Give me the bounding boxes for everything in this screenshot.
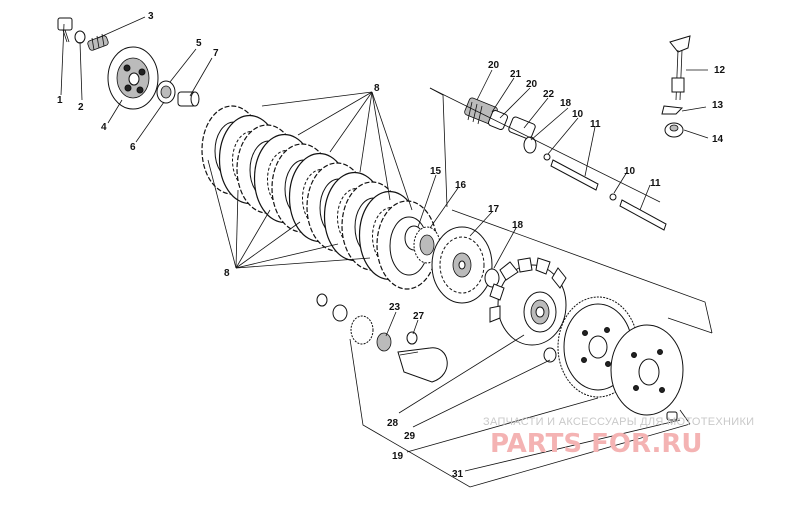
callout-3: 3: [148, 11, 154, 22]
part-bearing: [156, 80, 176, 104]
part-actuator-pin: [669, 35, 691, 101]
callout-18-upper: 18: [560, 98, 572, 109]
callout-20-right: 20: [526, 79, 538, 90]
watermark: ЗАПЧАСТИ И АКСЕССУАРЫ ДЛЯ МОТОТЕХНИКИ PA…: [483, 416, 754, 459]
part-small-bolt: [666, 411, 678, 421]
part-clutch-hub: [431, 226, 493, 304]
callout-15: 15: [430, 166, 442, 177]
callout-11-upper: 11: [590, 119, 601, 130]
callout-6: 6: [130, 142, 136, 153]
leader-lines: [60, 16, 709, 472]
callout-27: 27: [413, 311, 425, 322]
callout-10-lower: 10: [624, 166, 636, 177]
callout-22: 22: [543, 89, 555, 100]
callout-14: 14: [712, 134, 724, 145]
part-bolt: [57, 17, 73, 43]
part-small-collar: [543, 347, 557, 363]
part-spring: [87, 33, 109, 51]
callout-4: 4: [101, 122, 107, 133]
part-pressure-plate: [107, 46, 159, 110]
part-clutch-basket: [489, 257, 567, 346]
part-bushing: [177, 91, 200, 107]
callout-13: 13: [712, 100, 724, 111]
callout-21: 21: [510, 69, 522, 80]
callout-2: 2: [78, 102, 84, 113]
callout-28: 28: [387, 418, 399, 429]
part-backing-plate: [610, 324, 684, 416]
callout-31: 31: [452, 469, 464, 480]
callout-18-lower: 18: [512, 220, 524, 231]
part-push-rods: [550, 159, 667, 231]
part-pushrod-assembly: [464, 97, 551, 161]
callout-7: 7: [213, 48, 219, 59]
callout-5: 5: [196, 38, 202, 49]
callout-20-left: 20: [488, 60, 500, 71]
callout-1: 1: [57, 95, 63, 106]
clutch-plate-stack: [201, 105, 438, 290]
callout-8-top: 8: [374, 83, 380, 94]
part-nut: [664, 122, 684, 138]
callout-10-upper: 10: [572, 109, 584, 120]
callout-16: 16: [455, 180, 467, 191]
part-shaft-gears: [316, 293, 448, 383]
callout-8-bottom: 8: [224, 268, 230, 279]
callout-12: 12: [714, 65, 726, 76]
part-washer: [74, 30, 86, 44]
watermark-caption: ЗАПЧАСТИ И АКСЕССУАРЫ ДЛЯ МОТОТЕХНИКИ: [483, 416, 754, 428]
watermark-logo: PARTS FOR.RU: [490, 429, 703, 459]
callout-23: 23: [389, 302, 401, 313]
callout-11-lower: 11: [650, 178, 661, 189]
callout-17: 17: [488, 204, 500, 215]
assembly-frame-lines: [349, 87, 713, 488]
callout-29: 29: [404, 431, 416, 442]
callout-labels: 1 2 3 4 5 6 7 8 8 10 10 11 11 12 13 14 1…: [57, 11, 726, 480]
part-clip: [661, 105, 684, 115]
part-circlip: [484, 268, 500, 288]
callout-19: 19: [392, 451, 404, 462]
